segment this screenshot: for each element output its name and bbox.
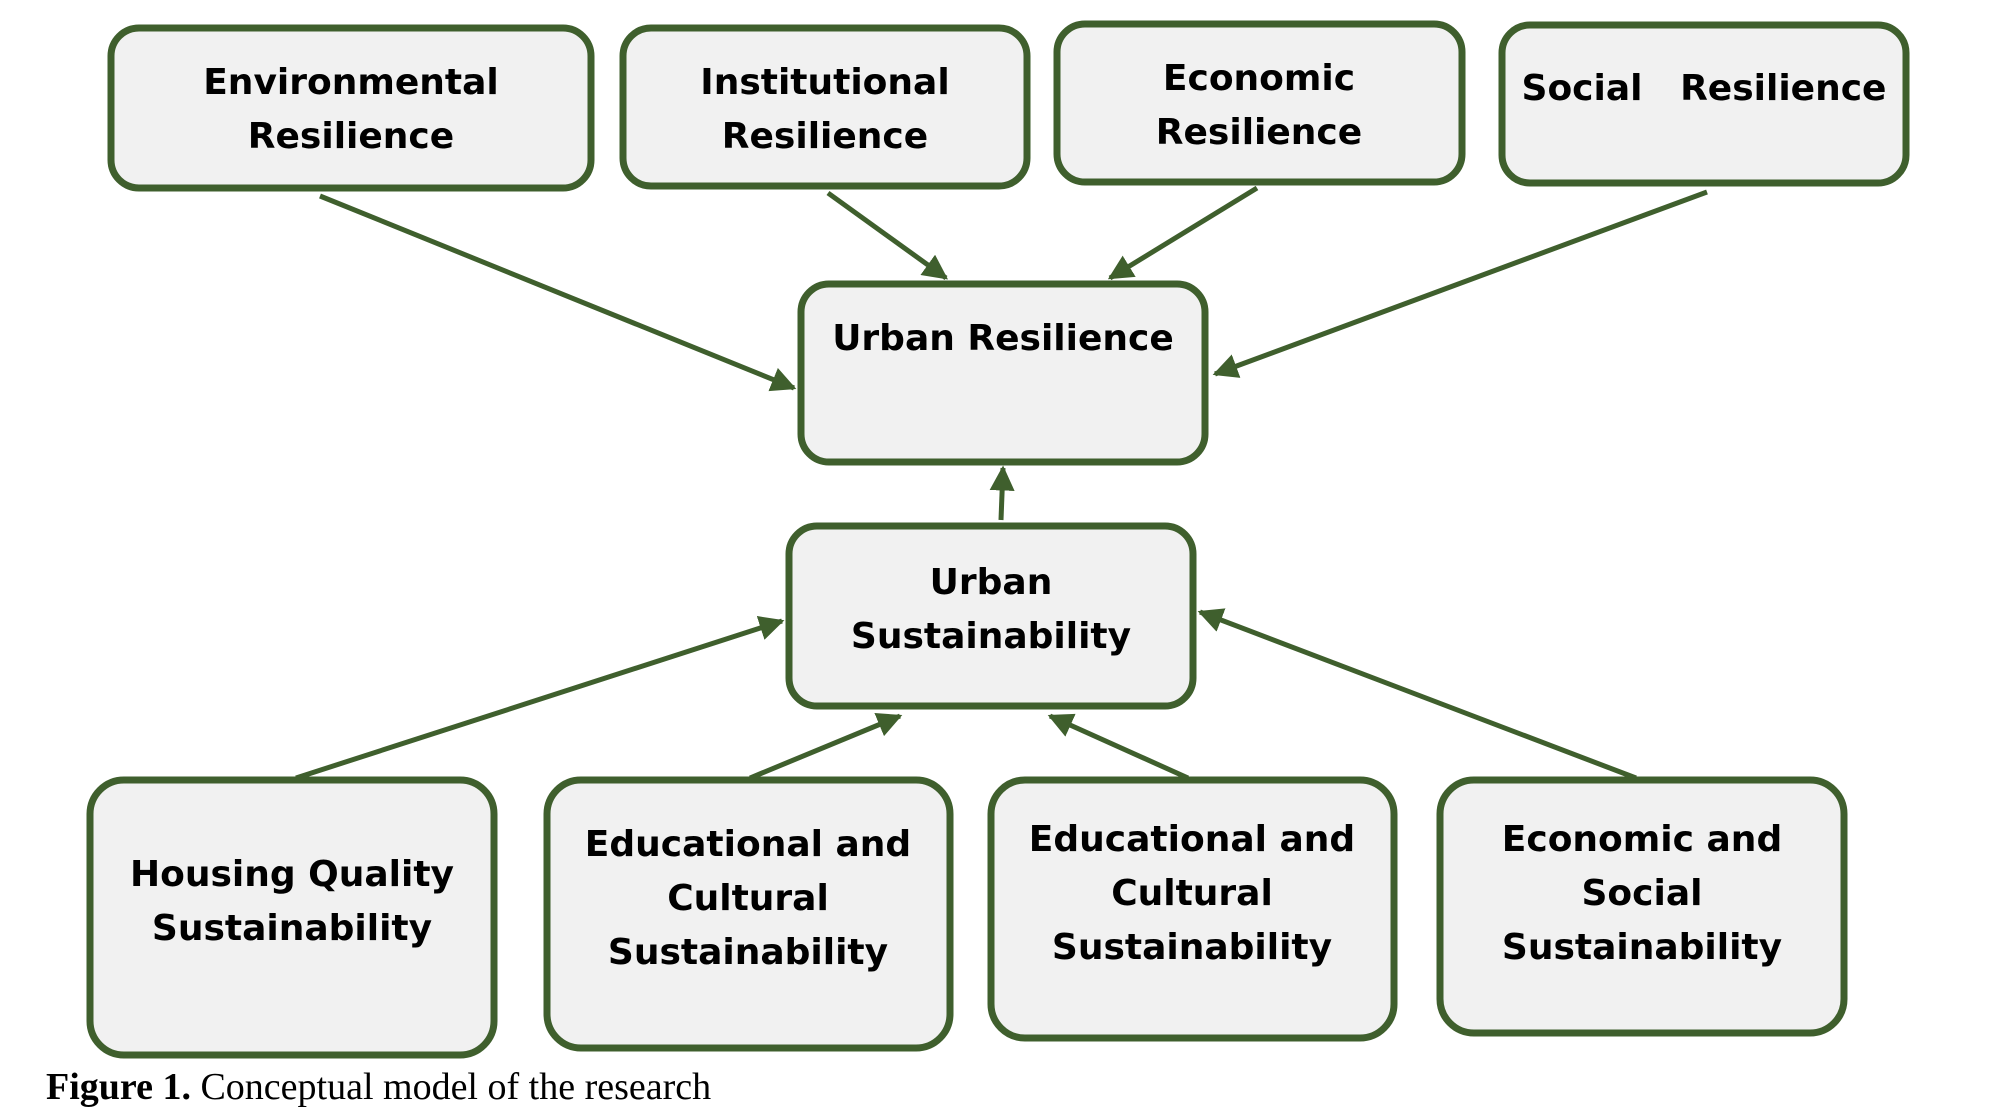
node-urban-sustainability: Urban Sustainability bbox=[785, 522, 1197, 710]
arrow-institutional-to-urban-resilience bbox=[826, 190, 949, 281]
node-label-line: Resilience bbox=[722, 116, 928, 157]
node-label-line: Social Resilience bbox=[1522, 68, 1887, 109]
node-label-line: Sustainability bbox=[1502, 927, 1782, 968]
node-label-line: Housing Quality bbox=[130, 854, 454, 895]
node-label-line: Sustainability bbox=[851, 616, 1131, 657]
node-label-line: Cultural bbox=[1111, 873, 1273, 914]
node-housing-quality-sustainability: Housing Quality Sustainability bbox=[86, 776, 498, 1059]
arrow-economic-to-urban-resilience bbox=[1107, 185, 1259, 281]
node-label-line: Economic bbox=[1163, 58, 1355, 99]
node-institutional-resilience: Institutional Resilience bbox=[619, 24, 1031, 190]
node-label-line: Sustainability bbox=[1052, 927, 1332, 968]
node-label-line: Educational and bbox=[585, 824, 911, 865]
arrow-housing-to-urban-sustainability bbox=[295, 616, 785, 781]
arrow-educational-2-to-urban-sustainability bbox=[1047, 713, 1190, 781]
node-environmental-resilience: Environmental Resilience bbox=[107, 24, 595, 192]
figure-caption: Figure 1. Conceptual model of the resear… bbox=[46, 1068, 711, 1106]
node-educational-cultural-sustainability-2: Educational and Cultural Sustainability bbox=[987, 776, 1398, 1042]
node-label-line: Resilience bbox=[1156, 112, 1362, 153]
arrow-educational-1-to-urban-sustainability bbox=[749, 713, 903, 781]
figure-caption-label: Figure 1. bbox=[46, 1066, 191, 1108]
node-label-line: Social bbox=[1582, 873, 1703, 914]
node-social-resilience: Social Resilience bbox=[1498, 21, 1910, 187]
node-urban-resilience: Urban Resilience bbox=[797, 280, 1209, 466]
arrows bbox=[295, 185, 1708, 781]
figure-caption-text: Conceptual model of the research bbox=[190, 1066, 712, 1108]
node-economic-social-sustainability: Economic and Social Sustainability bbox=[1436, 776, 1848, 1037]
node-label-line: Sustainability bbox=[152, 908, 432, 949]
node-label-line: Sustainability bbox=[608, 932, 888, 973]
node-label-line: Educational and bbox=[1029, 819, 1355, 860]
node-label-line: Economic and bbox=[1502, 819, 1782, 860]
arrow-social-to-urban-resilience bbox=[1212, 189, 1708, 378]
node-label-line: Urban Resilience bbox=[832, 318, 1174, 359]
node-label-line: Institutional bbox=[700, 62, 949, 103]
node-educational-cultural-sustainability-1: Educational and Cultural Sustainability bbox=[543, 776, 954, 1052]
arrow-environmental-to-urban-resilience bbox=[319, 193, 797, 392]
node-label-line: Environmental bbox=[203, 62, 499, 103]
arrow-urban-sustainability-to-urban-resilience bbox=[989, 465, 1015, 521]
node-label-line: Cultural bbox=[667, 878, 829, 919]
node-economic-resilience: Economic Resilience bbox=[1053, 20, 1466, 186]
node-label-line: Resilience bbox=[248, 116, 454, 157]
node-label-line: Urban bbox=[930, 562, 1053, 603]
arrow-economic-social-to-urban-sustainability bbox=[1197, 608, 1637, 781]
